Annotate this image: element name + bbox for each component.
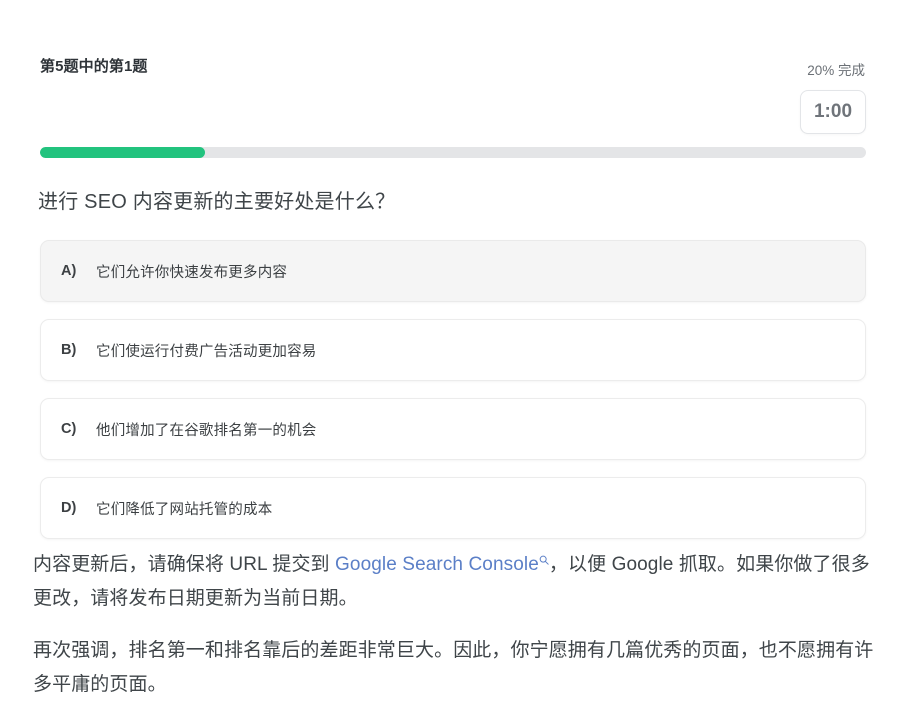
google-search-console-link-label: Google Search Console xyxy=(335,554,539,575)
answer-option-b[interactable]: B) 它们使运行付费广告活动更加容易 xyxy=(40,319,866,381)
article-paragraph-2: 再次强调，排名第一和排名靠后的差距非常巨大。因此，你宁愿拥有几篇优秀的页面，也不… xyxy=(33,640,874,695)
answer-option-text: 它们使运行付费广告活动更加容易 xyxy=(96,343,317,360)
answer-options-list: A) 它们允许你快速发布更多内容 B) 它们使运行付费广告活动更加容易 C) 他们增加了在… xyxy=(40,240,866,556)
countdown-timer: 1:00 xyxy=(800,90,866,134)
answer-option-letter: C) xyxy=(61,421,77,437)
answer-option-a[interactable]: A) 它们允许你快速发布更多内容 xyxy=(40,240,866,302)
paragraph-1-text-before: 内容更新后，请确保将 URL 提交到 xyxy=(33,554,336,575)
question-counter: 第5题中的第1题 xyxy=(40,58,148,75)
quiz-container: 第5题中的第1题 20% 完成 1:00 进行 SEO 内容更新的主要好处是什么… xyxy=(0,0,905,695)
answer-option-letter: D) xyxy=(61,500,77,516)
magnifier-icon xyxy=(539,554,549,566)
answer-option-c[interactable]: C) 他们增加了在谷歌排名第一的机会 xyxy=(40,398,866,460)
answer-option-d[interactable]: D) 它们降低了网站托管的成本 xyxy=(40,477,866,539)
quiz-header: 第5题中的第1题 20% 完成 1:00 xyxy=(0,0,905,134)
answer-option-text: 它们允许你快速发布更多内容 xyxy=(96,264,288,281)
answer-option-text: 它们降低了网站托管的成本 xyxy=(96,501,273,518)
question-text: 进行 SEO 内容更新的主要好处是什么？ xyxy=(38,191,396,213)
progress-bar-fill xyxy=(40,147,206,158)
answer-option-text: 他们增加了在谷歌排名第一的机会 xyxy=(96,422,317,439)
answer-option-letter: B) xyxy=(61,342,77,358)
progress-bar-track xyxy=(40,147,866,158)
paragraph-1-text-after: ，以便 Google 抓取。如果你做了很多更改，请将发布日期更新为当前日期。 xyxy=(33,554,870,609)
article-paragraph-1: 内容更新后，请确保将 URL 提交到 Google Search Console… xyxy=(33,548,878,616)
article-body: 内容更新后，请确保将 URL 提交到 Google Search Console… xyxy=(33,548,878,720)
timer-value: 1:00 xyxy=(813,101,853,122)
answer-option-letter: A) xyxy=(61,263,77,279)
google-search-console-link[interactable]: Google Search Console xyxy=(335,554,549,575)
progress-percent-label: 20% 完成 xyxy=(807,63,865,78)
